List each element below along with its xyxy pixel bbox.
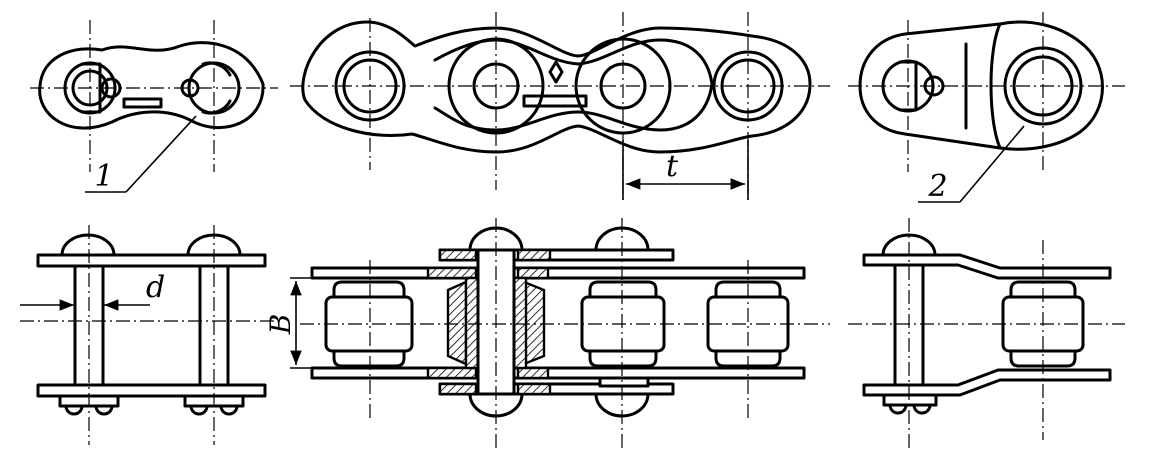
offset-link-side-view <box>848 218 1125 450</box>
leader-1: 1 <box>85 115 197 194</box>
pitch-dimension: t <box>622 140 749 200</box>
connecting-link-plate-view <box>30 20 278 172</box>
label-1: 1 <box>94 159 113 194</box>
chain-section-view: B <box>264 218 830 450</box>
label-2: 2 <box>927 169 947 204</box>
width-label: B <box>264 314 297 336</box>
pin-diameter-label: d <box>146 270 165 305</box>
offset-link-plate-view <box>848 12 1125 172</box>
connecting-link-side-view: d <box>20 225 280 445</box>
chain-link-plate-view <box>290 12 830 200</box>
leader-2: 2 <box>918 125 1025 204</box>
pitch-label: t <box>666 149 679 184</box>
